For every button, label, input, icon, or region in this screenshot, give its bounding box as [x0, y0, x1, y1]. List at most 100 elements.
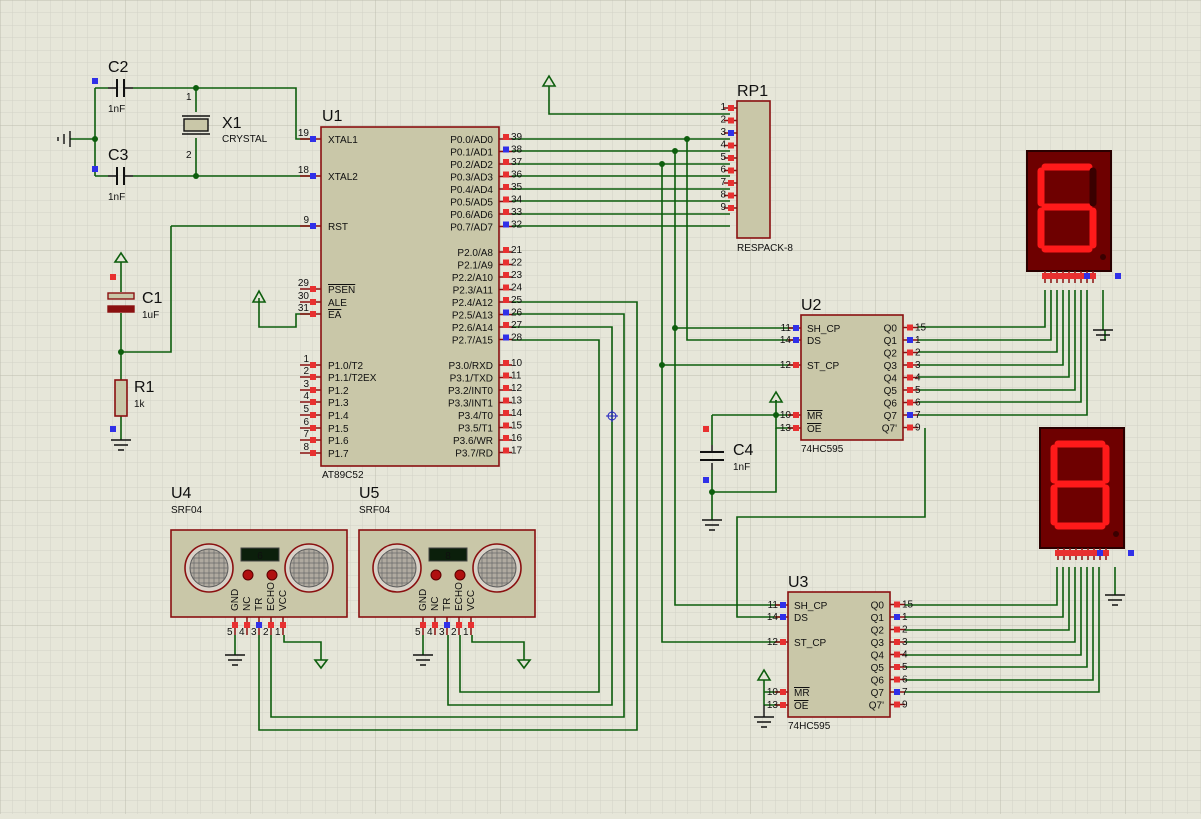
srf04-pin-marker: [456, 622, 462, 628]
u2-pin-number: 2: [915, 348, 921, 359]
u1-pin-number: 7: [303, 429, 309, 440]
srf04-pin-number: 2: [451, 627, 457, 638]
passive-pin-marker: [703, 426, 709, 432]
rp1-pin-marker: [728, 142, 734, 149]
u3-ref: U3: [788, 574, 809, 591]
display-pin-marker: [1067, 550, 1073, 556]
u3-pin-marker: [780, 702, 786, 708]
u1-pin-number: 26: [511, 308, 523, 319]
microcontroller-u1[interactable]: U1 AT89C52 19XTAL118XTAL29RST29PSEN30ALE…: [298, 108, 523, 481]
display-pin-marker: [1084, 273, 1090, 279]
srf04-pin-label: ECHO: [454, 582, 465, 611]
u4-part: SRF04: [171, 505, 203, 516]
srf04-pin-marker: [232, 622, 238, 628]
u1-pin-name: P0.5/AD5: [450, 198, 493, 209]
display-pin-marker: [1042, 273, 1048, 279]
u1-pin-marker: [503, 171, 509, 178]
u1-pin-number: 25: [511, 295, 523, 306]
u1-pin-marker: [503, 284, 509, 291]
u1-pin-number: 24: [511, 283, 523, 294]
u1-pin-number: 5: [303, 404, 309, 415]
u1-pin-marker: [503, 322, 509, 328]
lcd-readout: [428, 547, 468, 562]
u1-pin-marker: [310, 425, 316, 431]
u1-pin-marker: [503, 134, 509, 140]
u2-pin-number: 10: [780, 410, 792, 421]
u3-pin-name: Q7': [869, 701, 884, 712]
srf04-pin-marker: [432, 622, 438, 628]
u1-pin-number: 11: [511, 371, 522, 382]
u3-pin-number: 6: [902, 675, 908, 686]
u1-pin-number: 36: [511, 170, 523, 181]
capacitor-c1[interactable]: C1 1uF: [107, 290, 163, 321]
rp1-pin-marker: [728, 117, 734, 124]
crystal-x1[interactable]: X1 CRYSTAL 1 2: [182, 92, 268, 161]
wires: [70, 87, 1116, 731]
c1-ref: C1: [142, 290, 163, 307]
u3-pin-marker: [780, 689, 786, 695]
u3-pin-name: ST_CP: [794, 638, 827, 649]
segment-dp: [1100, 254, 1106, 260]
u1-pin-number: 16: [511, 433, 523, 444]
rp1-pin-marker: [728, 192, 734, 199]
seven-segment-display-1[interactable]: [1026, 150, 1121, 283]
u2-pin-marker: [907, 349, 913, 356]
u1-pin-marker: [503, 209, 509, 215]
srf04-pin-number: 1: [275, 627, 281, 638]
srf04-pin-label: NC: [430, 597, 441, 611]
u1-pin-name: P0.1/AD1: [450, 148, 493, 159]
resistor-r1[interactable]: R1 1k: [114, 379, 155, 417]
u2-pin-number: 15: [915, 323, 927, 334]
u3-pin-number: 12: [767, 637, 779, 648]
u2-pin-number: 11: [781, 323, 792, 334]
display-pin-marker: [1097, 550, 1103, 556]
u1-pin-number: 1: [303, 354, 309, 365]
u2-pin-number: 3: [915, 360, 921, 371]
display-pin-marker: [1115, 273, 1121, 279]
u1-pin-marker: [503, 334, 509, 341]
u1-pin-name: P1.4: [328, 411, 349, 422]
u3-pin-marker: [780, 602, 786, 608]
u1-pin-name: P2.7/A15: [452, 336, 494, 347]
u1-pin-number: 8: [303, 442, 309, 453]
u2-pin-marker: [907, 324, 913, 331]
u2-pin-marker: [907, 399, 913, 406]
srf04-pin-label: GND: [230, 589, 241, 611]
rp1-pin-number: 5: [720, 152, 726, 163]
ground-symbols: [57, 131, 1125, 728]
u2-pin-marker: [907, 424, 913, 431]
rp1-pin-number: 9: [720, 202, 726, 213]
u2-pin-number: 7: [915, 410, 921, 421]
display-pin-marker: [1054, 273, 1060, 279]
srf04-pin-label: VCC: [466, 590, 477, 611]
u2-pin-name: Q2: [884, 349, 898, 360]
capacitor-c2[interactable]: C2 1nF: [108, 59, 133, 115]
x1-pin2: 2: [186, 150, 192, 161]
seven-segment-display-2[interactable]: [1039, 427, 1134, 560]
display-pin-marker: [1128, 550, 1134, 556]
u1-pin-name: P3.7/RD: [455, 449, 493, 460]
u1-pin-marker: [310, 311, 316, 317]
capacitor-c3[interactable]: C3 1nF: [108, 147, 133, 203]
srf04-pin-marker: [244, 622, 250, 628]
u2-pin-number: 1: [915, 335, 921, 346]
u1-pin-number: 2: [303, 366, 309, 377]
u1-pin-number: 38: [511, 145, 523, 156]
rp1-pin-number: 3: [720, 127, 726, 138]
u1-pin-name: P0.4/AD4: [450, 185, 493, 196]
u1-pin-number: 21: [511, 245, 523, 256]
srf04-pin-number: 5: [227, 627, 233, 638]
u1-pin-name: P1.0/T2: [328, 361, 363, 372]
capacitor-c4[interactable]: C4 1nF: [700, 442, 754, 473]
u1-pin-name: P0.2/AD2: [450, 160, 493, 171]
display-pin-marker: [1103, 550, 1109, 556]
u3-pin-marker: [894, 689, 900, 695]
u1-pin-name: XTAL2: [328, 172, 358, 183]
crosshair-probe-icon[interactable]: [606, 410, 618, 422]
u1-pin-number: 9: [303, 215, 309, 226]
